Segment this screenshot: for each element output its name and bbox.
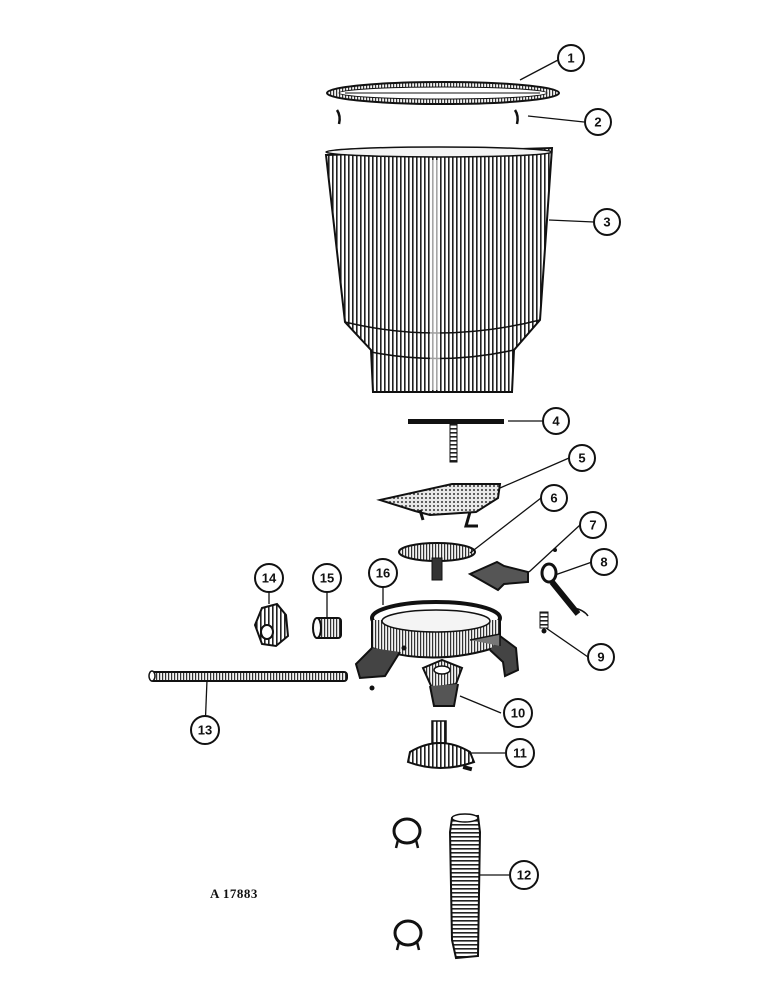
svg-text:16: 16: [376, 566, 390, 581]
hose-clamp-upper: [392, 817, 422, 849]
part-5-feed-plate: [376, 483, 502, 528]
svg-text:10: 10: [511, 706, 525, 721]
leader-lines: [204, 59, 595, 876]
part-12-flexible-spout: [448, 813, 482, 960]
callout-3: 3: [593, 208, 621, 236]
callout-14: 14: [254, 563, 284, 593]
svg-text:7: 7: [589, 518, 596, 533]
callout-9: 9: [587, 643, 615, 671]
svg-text:13: 13: [198, 723, 212, 738]
svg-text:3: 3: [603, 215, 610, 230]
svg-text:12: 12: [517, 868, 531, 883]
part-6-spinner-disc: [398, 542, 476, 581]
callout-13: 13: [190, 715, 220, 745]
svg-text:6: 6: [550, 491, 557, 506]
part-13-drive-shaft: [148, 670, 348, 682]
callout-12: 12: [509, 860, 539, 890]
svg-text:9: 9: [597, 650, 604, 665]
part-8-lever: [540, 562, 589, 617]
part-9-spring: [539, 611, 549, 634]
callout-7: 7: [579, 511, 607, 539]
svg-text:8: 8: [600, 555, 607, 570]
svg-text:4: 4: [552, 414, 560, 429]
part-3-hopper: [324, 146, 554, 393]
svg-text:14: 14: [262, 571, 277, 586]
hose-clamp-lower: [393, 919, 423, 951]
figure-id-label: A 17883: [210, 886, 258, 901]
callout-11: 11: [505, 738, 535, 768]
part-11-bevel-gear: [406, 720, 476, 772]
callout-16: 16: [368, 558, 398, 588]
callout-8: 8: [590, 548, 618, 576]
callout-2: 2: [584, 108, 612, 136]
svg-text:1: 1: [567, 51, 574, 66]
callout-10: 10: [503, 698, 533, 728]
part-1-top-ring: [326, 81, 560, 105]
svg-text:15: 15: [320, 571, 334, 586]
callout-4: 4: [542, 407, 570, 435]
part-14-pinion-gear: [253, 602, 290, 648]
svg-text:2: 2: [594, 115, 601, 130]
callout-5: 5: [568, 444, 596, 472]
callout-1: 1: [557, 44, 585, 72]
part-16-gear-housing: [354, 600, 520, 691]
part-10-bearing-housing: [421, 658, 464, 707]
part-15-bushing: [312, 617, 342, 639]
part-2-clips: [335, 109, 519, 125]
callout-15: 15: [312, 563, 342, 593]
part-4-agitator: [408, 419, 504, 463]
svg-text:5: 5: [578, 451, 585, 466]
callout-6: 6: [540, 484, 568, 512]
svg-text:11: 11: [513, 746, 527, 761]
